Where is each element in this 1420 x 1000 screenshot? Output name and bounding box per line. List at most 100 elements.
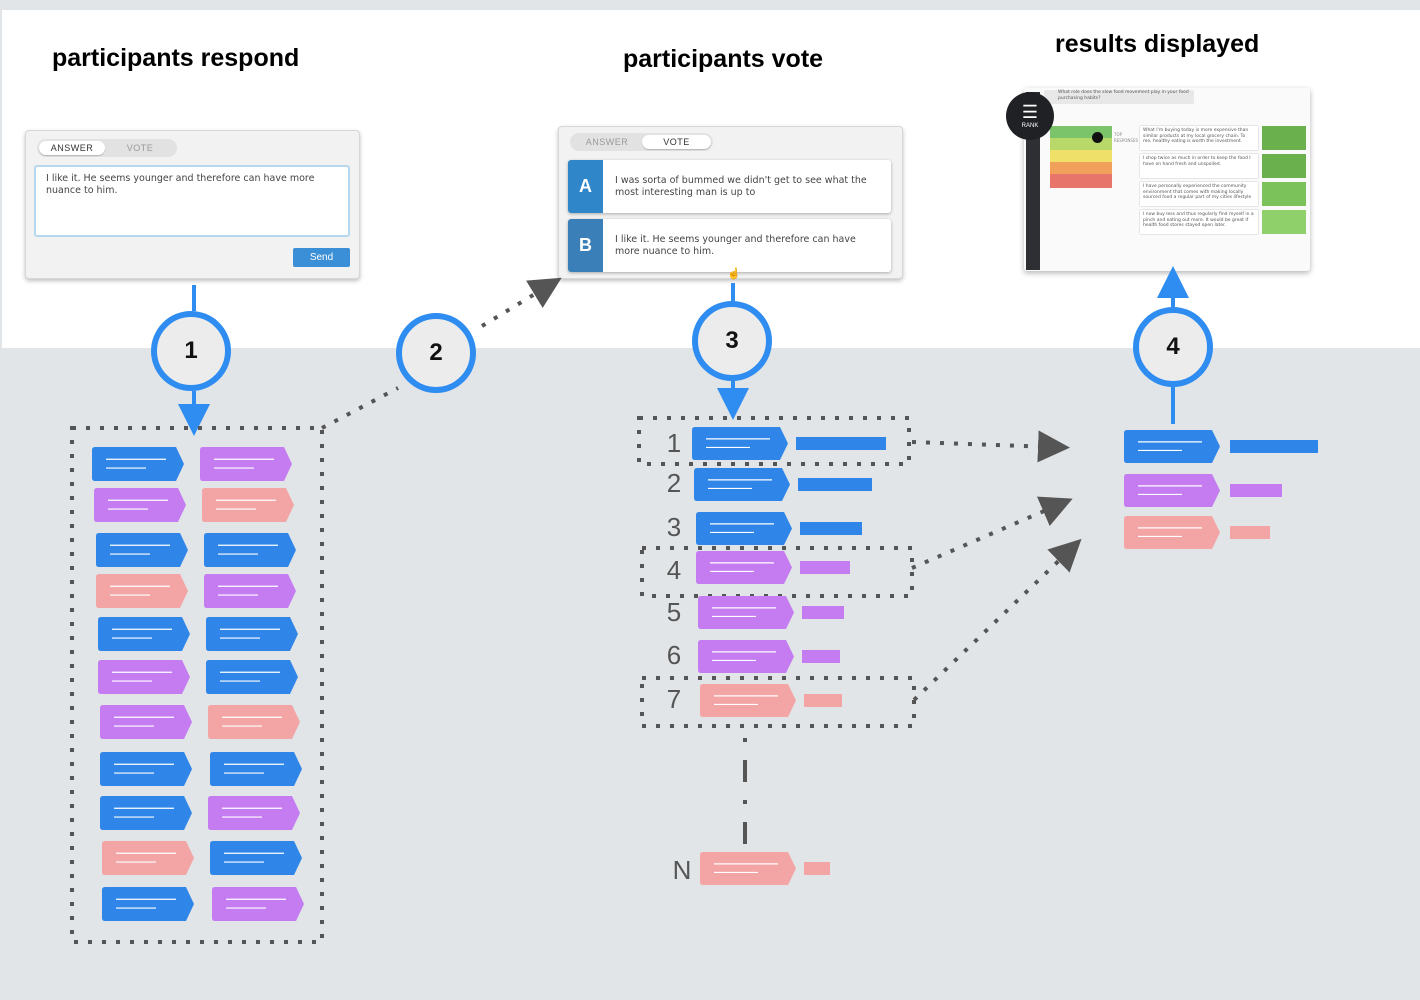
- result-score-bar-1: [1230, 440, 1318, 453]
- pool-response-1-2: [200, 447, 292, 481]
- result-response-3: [1124, 516, 1220, 549]
- pool-response-2-2: [202, 488, 294, 522]
- vote-option-b-text: I like it. He seems younger and therefor…: [615, 233, 856, 257]
- ranked-response-2: [694, 468, 790, 501]
- rank-label-6: 6: [666, 640, 682, 670]
- results-panel: What role does the slow food movement pl…: [1024, 88, 1310, 271]
- pool-response-5-2: [206, 617, 298, 651]
- rank-score-bar-6: [802, 650, 840, 663]
- heatmap-marker: [1092, 132, 1103, 143]
- pool-response-7-2: [208, 705, 300, 739]
- vote-option-b[interactable]: B I like it. He seems younger and theref…: [568, 219, 891, 272]
- respond-tab-switch: ANSWER VOTE: [37, 139, 177, 157]
- pool-response-11-1: [102, 887, 194, 921]
- results-question: What role does the slow food movement pl…: [1058, 90, 1189, 101]
- send-button[interactable]: Send: [293, 248, 350, 267]
- pool-response-10-2: [210, 841, 302, 875]
- pool-response-6-1: [98, 660, 190, 694]
- dotted-pool-to-step2: [321, 386, 399, 430]
- pool-response-9-2: [208, 796, 300, 830]
- step-circle-3: 3: [692, 301, 772, 381]
- results-response-3: I have personally experienced the commun…: [1143, 184, 1252, 200]
- response-pool-box: [70, 426, 324, 944]
- rank-label-4: 4: [666, 555, 682, 585]
- results-response-1: What I'm buying today is more expensive …: [1143, 128, 1249, 144]
- vote-option-a-text: I was sorta of bummed we didn't get to s…: [615, 174, 867, 198]
- rank-label-3: 3: [666, 512, 682, 542]
- rank-label-5: 5: [666, 597, 682, 627]
- ranked-response-3: [696, 512, 792, 545]
- respond-tab-answer[interactable]: ANSWER: [39, 141, 105, 155]
- pool-response-3-1: [96, 533, 188, 567]
- vote-option-a[interactable]: A I was sorta of bummed we didn't get to…: [568, 160, 891, 213]
- vote-panel-tab-answer[interactable]: ANSWER: [585, 137, 629, 147]
- ranked-response-4: [696, 551, 792, 584]
- ranked-response-1: [692, 427, 788, 460]
- rank-score-bar-3: [800, 522, 862, 535]
- results-top-label: TOP RESPONSES: [1114, 132, 1139, 143]
- results-bars: [1262, 126, 1306, 236]
- list-icon: ☰: [1021, 102, 1039, 122]
- vote-option-a-letter: A: [568, 160, 603, 213]
- dotted-step2-to-vote: [480, 277, 562, 328]
- respond-tab-vote[interactable]: VOTE: [126, 143, 154, 153]
- vote-panel: ANSWER VOTE A I was sorta of bummed we d…: [558, 126, 903, 280]
- pool-response-8-2: [210, 752, 302, 786]
- pool-response-9-1: [100, 796, 192, 830]
- rank-badge[interactable]: ☰ RANK: [1006, 92, 1054, 140]
- pool-response-1-1: [92, 447, 184, 481]
- rank-label-n: N: [672, 855, 692, 885]
- ranked-response-7: [700, 684, 796, 717]
- heading-participants-vote: participants vote: [623, 45, 824, 73]
- pool-response-8-1: [100, 752, 192, 786]
- answer-text-field[interactable]: I like it. He seems younger and therefor…: [34, 165, 350, 237]
- result-score-bar-2: [1230, 484, 1282, 497]
- vote-panel-tab-vote[interactable]: VOTE: [642, 135, 711, 149]
- pool-response-2-1: [94, 488, 186, 522]
- rank-label-1: 1: [666, 428, 682, 458]
- rank7-highlight-box: [640, 676, 916, 728]
- heading-results-displayed: results displayed: [1055, 30, 1260, 58]
- rank-score-bar-8: [804, 862, 830, 875]
- result-response-1: [1124, 430, 1220, 463]
- results-question-bubble: [1044, 90, 1194, 104]
- ranked-response-6: [698, 640, 794, 673]
- rank-label-2: 2: [666, 468, 682, 498]
- rank-score-bar-1: [796, 437, 886, 450]
- rank1-highlight-box: [637, 416, 911, 466]
- dotted-rank1-to-results: [911, 430, 1070, 463]
- pool-response-11-2: [212, 887, 304, 921]
- pool-response-5-1: [98, 617, 190, 651]
- rank-label-7: 7: [666, 684, 682, 714]
- pool-response-6-2: [206, 660, 298, 694]
- pool-response-4-1: [96, 574, 188, 608]
- top-band: [0, 0, 1420, 10]
- rank-score-bar-4: [800, 561, 850, 574]
- results-response-2: I shop twice as much in order to keep th…: [1143, 156, 1251, 167]
- rank-label: RANK: [1021, 123, 1039, 129]
- result-score-bar-3: [1230, 526, 1270, 539]
- results-response-4: I now buy less and thus regularly find m…: [1143, 212, 1254, 228]
- rank-score-bar-2: [798, 478, 872, 491]
- cursor-icon: ☝: [727, 268, 741, 280]
- results-response-list: What I'm buying today is more expensive …: [1140, 126, 1260, 236]
- pool-response-7-1: [100, 705, 192, 739]
- pool-response-10-1: [102, 841, 194, 875]
- vote-tab-switch: ANSWER VOTE: [570, 133, 713, 151]
- step-circle-2: 2: [396, 313, 476, 393]
- respond-panel: ANSWER VOTE I like it. He seems younger …: [25, 130, 360, 279]
- pool-response-4-2: [204, 574, 296, 608]
- rank4-highlight-box: [640, 546, 914, 598]
- ranked-response-5: [698, 596, 794, 629]
- result-response-2: [1124, 474, 1220, 507]
- ranked-response-8: [700, 852, 796, 885]
- step-circle-4: 4: [1133, 307, 1213, 387]
- pool-response-3-2: [204, 533, 296, 567]
- heading-participants-respond: participants respond: [52, 44, 300, 72]
- rank-score-bar-5: [802, 606, 844, 619]
- vote-option-b-letter: B: [568, 219, 603, 272]
- dotted-rank4-to-results: [911, 496, 1073, 570]
- rank-score-bar-7: [804, 694, 842, 707]
- dotted-rank7-to-results: [912, 538, 1082, 702]
